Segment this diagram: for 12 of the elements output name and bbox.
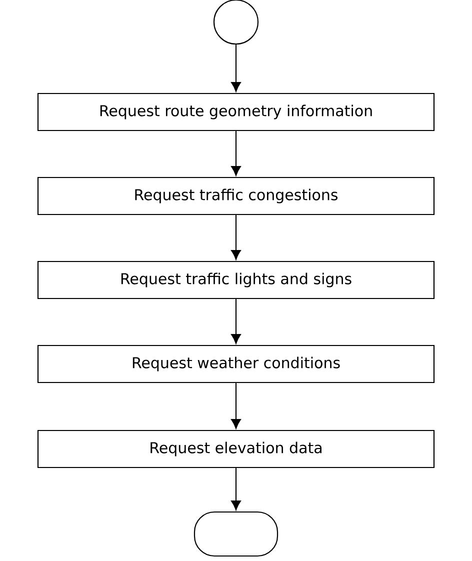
process-box: Request traffic lights and signs	[37, 260, 435, 300]
process-box: Request route geometry information	[37, 92, 435, 132]
arrow	[231, 299, 241, 344]
end-terminator	[194, 511, 278, 557]
arrow	[231, 44, 241, 92]
arrow	[231, 383, 241, 429]
process-box: Request weather conditions	[37, 344, 435, 384]
process-box: Request elevation data	[37, 430, 435, 468]
arrow	[231, 131, 241, 176]
arrow	[231, 468, 241, 510]
process-box: Request traffic congestions	[37, 176, 435, 216]
arrow	[231, 215, 241, 260]
